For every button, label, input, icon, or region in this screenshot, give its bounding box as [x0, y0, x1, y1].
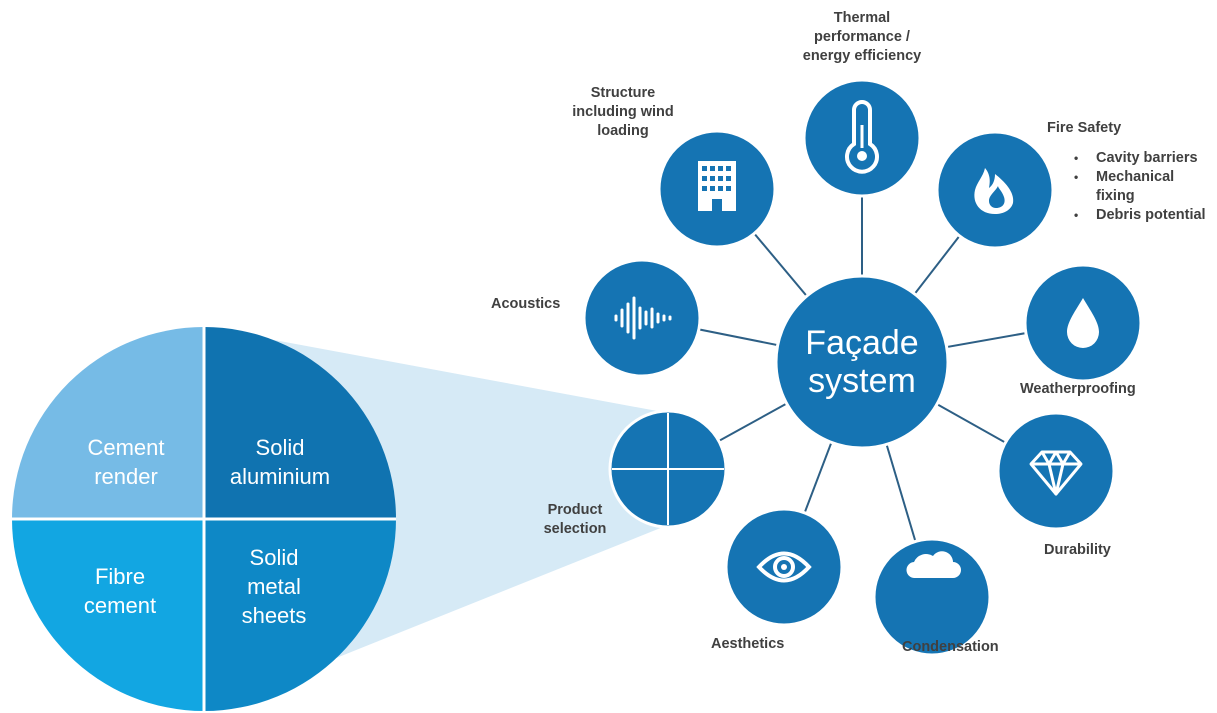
quadrant-circle-icon [612, 413, 724, 525]
flame-icon [974, 168, 1014, 214]
hub-label-line1: Façade [805, 324, 919, 362]
acoustics-label: Acoustics [491, 296, 561, 312]
quadrant-solid-metal-sheets [204, 519, 396, 711]
quadrant-cement-render [12, 327, 204, 519]
fire-bullet-item: Mechanical fixing [1070, 168, 1206, 206]
node-fire-safety [935, 130, 1055, 250]
node-thermal [802, 78, 922, 198]
hub-label: Façade system [782, 324, 942, 400]
quadrant-solid-aluminium [204, 327, 396, 519]
product-cement-render: Cement render [87, 435, 165, 489]
thermal-label: Thermal performance / energy efficiency [802, 10, 922, 64]
water-drop-icon [1067, 298, 1099, 348]
thermometer-icon [845, 100, 879, 174]
weatherproofing-label: Weatherproofing [1020, 381, 1136, 397]
fire-bullet-item: Cavity barriers [1070, 149, 1206, 168]
product-solid-metal-sheets: Solid metal sheets [241, 545, 307, 628]
product-solid-aluminium: Solid aluminium [229, 435, 331, 489]
quadrant-fibre-cement [12, 519, 204, 711]
building-icon [698, 161, 736, 211]
node-durability [996, 411, 1116, 531]
cloud-icon [906, 551, 961, 579]
aesthetics-label: Aesthetics [711, 636, 785, 652]
durability-label: Durability [1044, 542, 1111, 558]
node-structure [657, 129, 777, 249]
node-weatherproofing [1023, 263, 1143, 383]
product-pie [12, 327, 396, 711]
fire-safety-label: Fire Safety [1047, 120, 1122, 136]
eye-icon [756, 551, 812, 583]
node-acoustics [582, 258, 702, 378]
node-product-selection [608, 409, 728, 529]
hub-circle [774, 274, 950, 450]
structure-label: Structure including wind loading [572, 85, 674, 139]
condensation-label: Condensation [902, 639, 999, 655]
sound-wave-icon [614, 296, 672, 340]
fire-bullet-item: Debris potential [1070, 206, 1206, 225]
product-selection-label: Product selection [543, 502, 607, 537]
diamond-icon [1029, 450, 1083, 496]
hub-label-line2: system [808, 362, 916, 400]
node-condensation [872, 537, 992, 657]
fire-safety-bullets: Cavity barriers Mechanical fixing Debris… [1070, 149, 1206, 225]
node-aesthetics [724, 507, 844, 627]
product-fibre-cement: Fibre cement [83, 564, 157, 618]
